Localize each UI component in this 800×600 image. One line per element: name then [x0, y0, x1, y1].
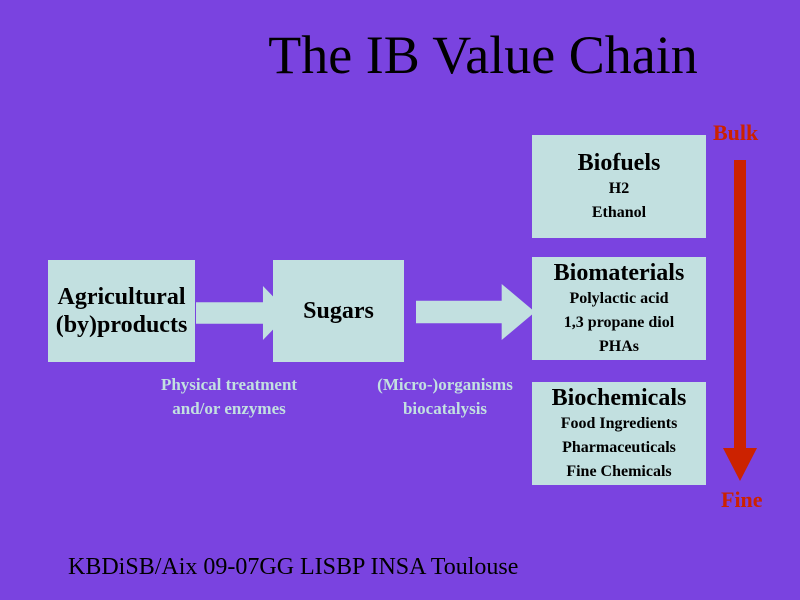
- box-title: Biochemicals: [551, 384, 687, 411]
- box-item: Fine Chemicals: [566, 462, 672, 480]
- box-item: Pharmaceuticals: [562, 438, 676, 456]
- box-title: Biomaterials: [553, 259, 685, 286]
- caption-line: (Micro-)organisms: [377, 375, 513, 394]
- caption-line: and/or enzymes: [172, 399, 286, 418]
- box-title: Sugars: [303, 298, 374, 324]
- agricultural-byproducts-box: Agricultural (by)products: [48, 260, 195, 362]
- box-label-line: (by)products: [55, 312, 188, 338]
- biochemicals-box: Biochemicals Food Ingredients Pharmaceut…: [532, 382, 706, 485]
- box-item: Ethanol: [591, 203, 647, 221]
- step1-caption: Physical treatment and/or enzymes: [138, 373, 320, 421]
- arrow-right-icon: [416, 284, 535, 340]
- sugars-box: Sugars: [273, 260, 404, 362]
- box-label-line: Agricultural: [57, 284, 186, 310]
- slide-title: The IB Value Chain: [268, 25, 698, 85]
- box-item: Polylactic acid: [569, 289, 669, 307]
- arrow-down-icon: [723, 160, 757, 481]
- scale-bottom-label: Fine: [721, 487, 763, 512]
- box-item: H2: [608, 179, 630, 197]
- biofuels-box: Biofuels H2 Ethanol: [532, 135, 706, 238]
- box-title: Biofuels: [577, 149, 661, 176]
- box-item: PHAs: [599, 337, 639, 355]
- biomaterials-box: Biomaterials Polylactic acid 1,3 propane…: [532, 257, 706, 360]
- caption-line: Physical treatment: [160, 375, 298, 394]
- caption-line: biocatalysis: [402, 399, 488, 418]
- step2-caption: (Micro-)organisms biocatalysis: [355, 373, 535, 421]
- scale-top-label: Bulk: [713, 120, 759, 145]
- box-item: 1,3 propane diol: [563, 313, 675, 331]
- box-item: Food Ingredients: [560, 414, 678, 432]
- footer-text: KBDiSB/Aix 09-07GG LISBP INSA Toulouse: [68, 554, 519, 580]
